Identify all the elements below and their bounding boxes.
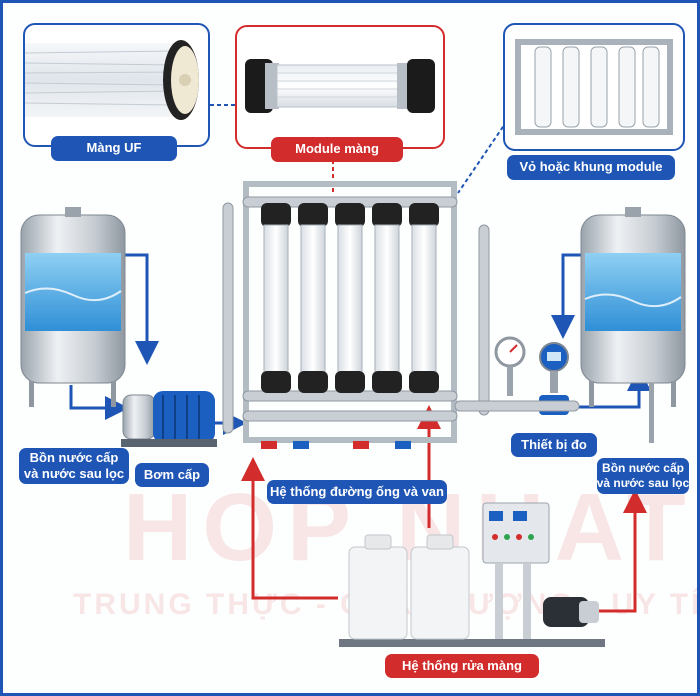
product-inlet-arrow: [551, 253, 581, 339]
uf-membrane-label: Màng UF: [51, 136, 177, 161]
uf-membrane-panel: [23, 23, 210, 147]
membrane-module-illustration: [245, 59, 435, 113]
module-housing-label: Vỏ hoặc khung module: [507, 155, 675, 180]
pressure-gauge: [494, 336, 526, 396]
module-housing-illustration: [515, 39, 673, 135]
module-housing-panel: [503, 23, 685, 151]
feed-tank-label: Bồn nước cấp và nước sau lọc: [19, 448, 129, 484]
housing-callout-line: [457, 114, 512, 194]
membrane-module-panel: [235, 25, 445, 149]
cleaning-system-label: Hệ thống rửa màng: [385, 654, 539, 678]
feed-tank-label-line1: Bồn nước cấp: [29, 449, 119, 465]
membrane-module-5: [409, 203, 439, 393]
membrane-module-2: [298, 203, 328, 393]
tank-outlet-arrow: [69, 385, 129, 420]
feed-pump: [121, 391, 217, 447]
cleaning-discharge-arrow: [593, 489, 647, 613]
cleaning-skid: [339, 502, 605, 647]
measuring-device-label: Thiết bị đo: [511, 433, 597, 457]
feed-flow-arrow: [125, 253, 159, 365]
flow-lines: [69, 104, 651, 613]
product-tank-label-line2: và nước sau lọc: [596, 476, 690, 490]
valve-handles: [261, 441, 411, 449]
piping-valves-label: Hệ thống đường ống và van: [267, 480, 447, 504]
feed-tank: [20, 207, 126, 407]
feed-tank-label-line2: và nước sau lọc: [23, 466, 125, 481]
membrane-module-3: [335, 203, 365, 393]
feed-pump-label: Bơm cấp: [135, 463, 209, 487]
product-tank: [580, 207, 686, 443]
membrane-module-label: Module màng: [271, 137, 403, 162]
product-pipe: [454, 400, 580, 412]
product-tank-label-line1: Bồn nước cấp: [602, 461, 684, 475]
uf-membrane-illustration: [25, 40, 199, 120]
cleaning-return-arrow: [241, 457, 338, 600]
product-tank-label: Bồn nước cấp và nước sau lọc: [597, 458, 689, 494]
membrane-module-4: [372, 203, 402, 393]
membrane-module-1: [261, 203, 291, 393]
equipment-layer: [20, 181, 686, 647]
uf-skid: [222, 181, 490, 449]
